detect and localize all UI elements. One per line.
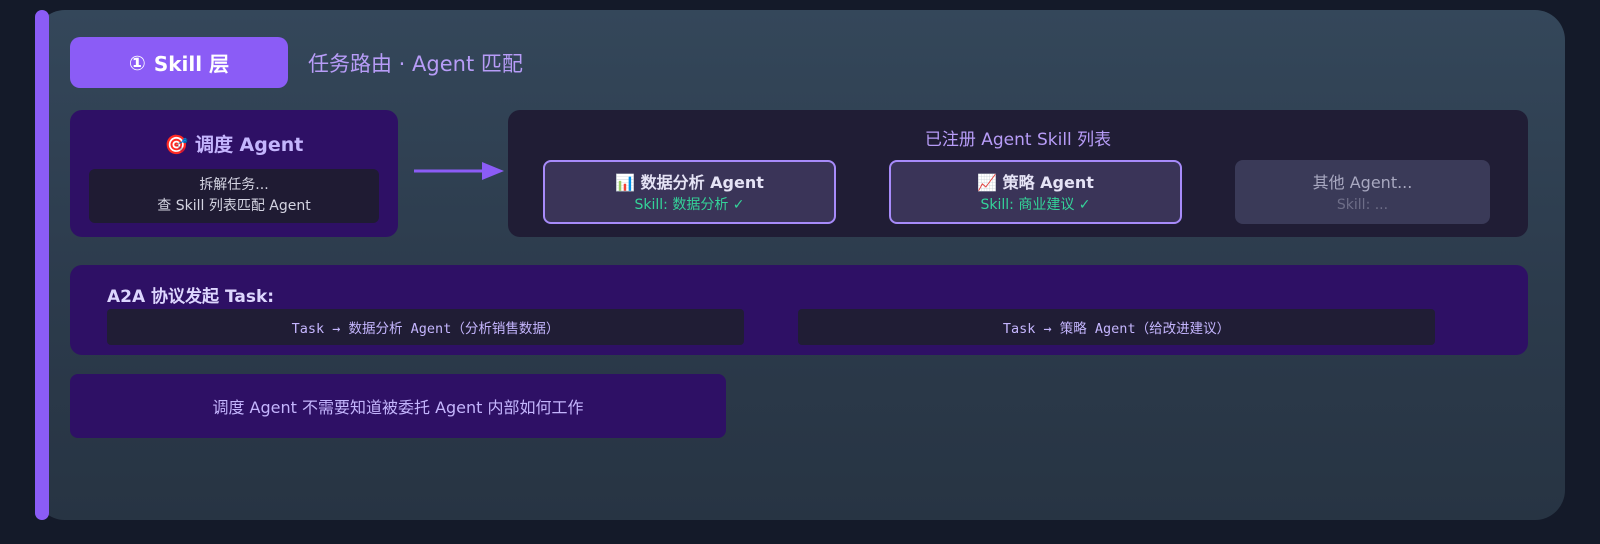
a2a-title: A2A 协议发起 Task: xyxy=(107,287,275,307)
agent-card-skill: Skill: ... xyxy=(1336,197,1389,213)
dispatcher-title: 🎯 调度 Agent xyxy=(70,130,398,157)
footer-note: 调度 Agent 不需要知道被委托 Agent 内部如何工作 xyxy=(70,374,726,438)
agent-card-other[interactable]: 其他 Agent... Skill: ... xyxy=(1235,160,1490,224)
dispatcher-agent-box: 🎯 调度 Agent 拆解任务... 查 Skill 列表匹配 Agent xyxy=(70,110,398,237)
layer-badge-label: Skill 层 xyxy=(153,52,230,76)
agent-card-name: 📊 数据分析 Agent xyxy=(545,172,834,194)
agent-card-skill: Skill: 商业建议 ✓ xyxy=(980,197,1091,213)
circled-one-icon: ① xyxy=(128,50,146,75)
agent-card-strategy[interactable]: 📈 策略 Agent Skill: 商业建议 ✓ xyxy=(889,160,1182,224)
task-item-strategy: Task → 策略 Agent（给改进建议） xyxy=(798,309,1435,345)
accent-bar xyxy=(35,10,49,520)
registry-title: 已注册 Agent Skill 列表 xyxy=(924,130,1112,150)
skill-registry-box: 已注册 Agent Skill 列表 📊 数据分析 Agent Skill: 数… xyxy=(508,110,1528,237)
layer-badge: ① Skill 层 xyxy=(70,37,288,88)
agent-card-skill: Skill: 数据分析 ✓ xyxy=(634,197,745,213)
target-icon: 🎯 xyxy=(164,134,189,156)
trend-chart-icon: 📈 xyxy=(977,173,998,192)
agent-name-text: 数据分析 Agent xyxy=(640,173,764,192)
dispatcher-note-line1: 拆解任务... xyxy=(199,177,269,193)
agent-card-name: 其他 Agent... xyxy=(1312,173,1413,192)
dispatcher-title-text: 调度 Agent xyxy=(194,134,304,156)
a2a-task-box: A2A 协议发起 Task: Task → 数据分析 Agent（分析销售数据）… xyxy=(70,265,1528,355)
agent-name-text: 策略 Agent xyxy=(1002,173,1094,192)
right-arrow-icon xyxy=(414,162,504,180)
agent-card-name: 📈 策略 Agent xyxy=(891,172,1180,194)
task-item-data-analysis: Task → 数据分析 Agent（分析销售数据） xyxy=(107,309,744,345)
bar-chart-icon: 📊 xyxy=(615,173,636,192)
dispatcher-note: 拆解任务... 查 Skill 列表匹配 Agent xyxy=(89,169,379,223)
agent-card-data-analysis[interactable]: 📊 数据分析 Agent Skill: 数据分析 ✓ xyxy=(543,160,836,224)
dispatcher-note-line2: 查 Skill 列表匹配 Agent xyxy=(157,198,311,214)
layer-subtitle: 任务路由 · Agent 匹配 xyxy=(308,52,523,76)
